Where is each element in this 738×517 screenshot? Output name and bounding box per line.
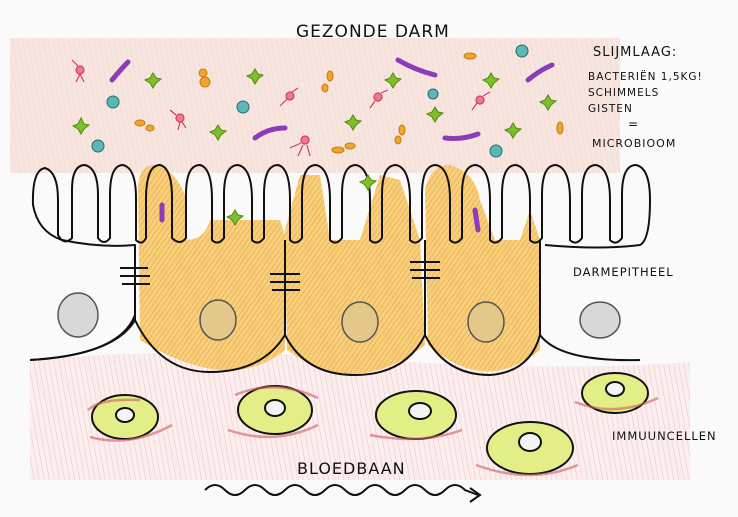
- fungus-stars: [71, 68, 558, 226]
- mucus-heading: SLIJMLAAG:: [593, 45, 677, 60]
- tight-junctions: [120, 261, 440, 291]
- epithelial-cell-orange-1: [138, 165, 285, 371]
- mucus-line-microbiome: MICROBIOOM: [592, 137, 676, 150]
- epithelial-nuclei: [57, 292, 621, 343]
- rod-bacteria: [109, 57, 555, 233]
- yeast-cells: [134, 52, 564, 154]
- cocci: [91, 44, 529, 158]
- villi-outline: [29, 164, 651, 361]
- mucus-legend: SLIJMLAAG: BACTERIËN 1,5KG! SCHIMMELS GI…: [588, 45, 703, 150]
- epithelium-label: DARMEPITHEEL: [573, 265, 674, 279]
- diagram-title: GEZONDE DARM: [296, 22, 450, 42]
- immune-cells-label: IMMUUNCELLEN: [612, 429, 717, 443]
- microbes: [71, 44, 564, 233]
- mucus-line-bacteria: BACTERIËN 1,5KG!: [588, 70, 703, 83]
- immune-cells: [91, 372, 649, 475]
- mucus-line-equals: =: [628, 117, 639, 131]
- arrow-head-icon: [469, 487, 482, 503]
- epithelial-cell-orange-3: [425, 165, 540, 372]
- mucus-line-yeasts: GISTEN: [588, 103, 633, 115]
- vessel-strokes: [87, 386, 659, 477]
- epithelial-cell-orange-2: [285, 175, 425, 374]
- flagellates: [71, 59, 491, 157]
- bloodstream-label: BLOEDBAAN: [297, 459, 406, 478]
- bloodstream-arrow: [204, 484, 479, 496]
- mucus-line-fungi: SCHIMMELS: [588, 87, 659, 99]
- epithelium-cell-walls: [29, 240, 641, 377]
